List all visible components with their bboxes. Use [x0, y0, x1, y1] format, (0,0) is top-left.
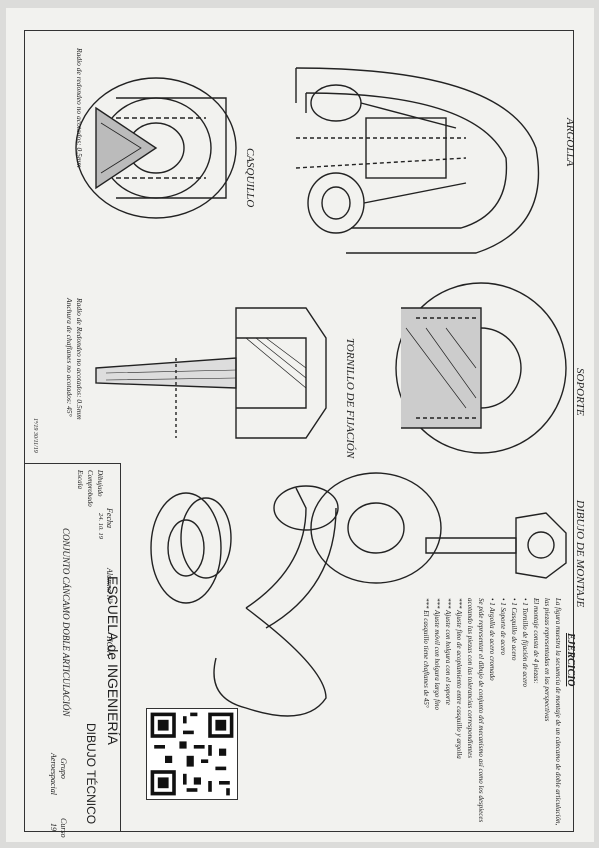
- grupo-value: Aeroespacial: [49, 753, 58, 795]
- stamp-text: 1ª/19 30/11/19: [32, 418, 38, 453]
- casquillo-note: Radio de redondeo no acotados: 0.5mm: [75, 48, 84, 168]
- ejercicio-line: acotando las piezas con las tolerancias …: [466, 598, 474, 758]
- curso-label: Curso: [59, 818, 68, 838]
- dibujado-date: 24. 10. 19: [97, 513, 104, 539]
- sheet-frame: [24, 30, 574, 832]
- argolla-label: ARGOLLA: [564, 118, 576, 167]
- ejercicio-line: *** Ajuste fino de acoplamiento entre ca…: [455, 598, 463, 759]
- montaje-drawing: [150, 472, 567, 717]
- tornillo-note-2: Anchura de chaflanes no acotados: 45°: [65, 298, 74, 417]
- ejercicio-line: • 1 Tornillo de fijación de acero: [521, 598, 529, 688]
- technical-drawing: [75, 67, 567, 717]
- curso-value: 19: [49, 823, 58, 831]
- casquillo-label: CASQUILLO: [244, 148, 256, 208]
- montaje-label: DIBUJO DE MONTAJE: [574, 500, 586, 608]
- soporte-drawing: [395, 282, 567, 454]
- soporte-label: SOPORTE: [574, 368, 586, 416]
- ejercicio-title: EJERCICIO: [565, 633, 576, 687]
- ejercicio-line: El montaje consta de 4 piezas:: [532, 598, 540, 684]
- tornillo-label: TORNILLO DE FIJACIÓN: [344, 338, 356, 459]
- ejercicio-line: las piezas representadas en las perspect…: [543, 598, 551, 722]
- escala-label: Escala: [76, 470, 84, 490]
- ejercicio-line: *** Ajuste móvil con holgura largo fino: [433, 598, 441, 710]
- ejercicio-line: • 1 Soporte de acero: [499, 598, 507, 656]
- ejercicio-line: *** Ajuste con holgura con el soporte: [444, 598, 452, 705]
- qr-code-icon: [146, 708, 238, 800]
- tornillo-drawing: [95, 307, 327, 439]
- fecha-label: Fecha: [105, 508, 114, 528]
- drawing-sheet: ARGOLLA CASQUILLO TORNILLO DE FIJACIÓN S…: [6, 8, 594, 842]
- comprobado-label: Comprobado: [86, 470, 94, 507]
- title-block: [24, 463, 121, 832]
- ejercicio-line: • 1 Argolla de acero cromado: [488, 598, 496, 681]
- dibujado-label: Dibujado: [96, 470, 104, 497]
- tornillo-note-1: Radio de Redondeo no acotados: 0.5mm: [75, 298, 84, 420]
- ejercicio-line: Se pide representar el dibujo de conjunt…: [477, 598, 485, 823]
- drawing-title: CONJUNTO CÁNCAMO DOBLE ARTICULACIÓN: [61, 528, 71, 717]
- grupo-label: Grupo: [59, 758, 68, 779]
- subject-name: DIBUJO TÉCNICO: [84, 723, 98, 825]
- hoja-label: HOJA: [105, 636, 114, 656]
- casquillo-drawing: [75, 77, 237, 219]
- ejercicio-line: *** El casquillo tiene chaflanes de 45°: [422, 598, 430, 708]
- ejercicio-line: • 1 Casquillo de acero: [510, 598, 518, 661]
- argolla-drawing: [295, 67, 540, 254]
- alumno-label: Alumno Nº: [105, 568, 114, 603]
- ejercicio-line: La figura muestra la secuencia de montaj…: [554, 598, 562, 826]
